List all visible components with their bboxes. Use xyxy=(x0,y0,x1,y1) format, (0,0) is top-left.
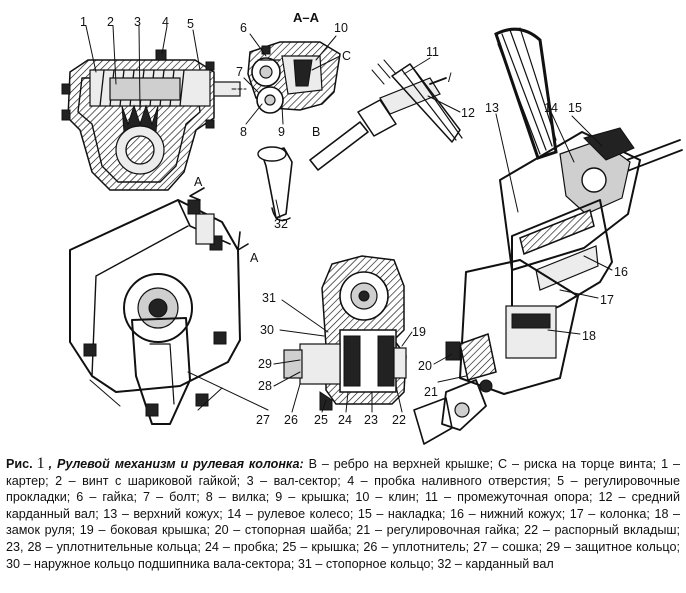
part-label-23: 23 xyxy=(364,413,378,427)
figure-title: , Рулевой механизм и рулевая колонка: xyxy=(48,457,304,471)
part-label-11: 11 xyxy=(426,45,439,59)
part-label-22: 22 xyxy=(392,413,406,427)
figure-legend-text: В – ребро на верхней крышке; С – риска н… xyxy=(6,457,680,571)
part-label-14: 14 xyxy=(544,101,558,115)
svg-text:/: / xyxy=(448,71,452,85)
section-a-a-view xyxy=(247,41,341,114)
part-label-20: 20 xyxy=(418,359,432,373)
figure-number-word: Рис. xyxy=(6,457,33,471)
section-label-a-a: А–А xyxy=(293,10,320,25)
part-label-7: 7 xyxy=(236,65,243,79)
part-label-10: 10 xyxy=(334,21,348,35)
sector-shaft-section-view xyxy=(283,255,407,411)
part-label-2: 2 xyxy=(107,15,114,29)
part-label-26: 26 xyxy=(284,413,298,427)
part-label-13: 13 xyxy=(485,101,499,115)
part-label-25: 25 xyxy=(314,413,328,427)
part-label-8: 8 xyxy=(240,125,247,139)
part-label-6: 6 xyxy=(240,21,247,35)
leader-lines xyxy=(85,25,613,413)
part-label-28: 28 xyxy=(258,379,272,393)
gearbox-section-view xyxy=(61,49,247,191)
section-mark-a-top: А xyxy=(194,175,203,189)
letter-label-b: B xyxy=(312,125,320,139)
part-label-1: 1 xyxy=(80,15,87,29)
section-mark-a-bottom: А xyxy=(250,251,259,265)
part-label-32: 32 xyxy=(274,217,288,231)
gearbox-body-view xyxy=(69,199,241,425)
part-label-5: 5 xyxy=(187,17,194,31)
figure-number: 1 xyxy=(36,455,45,472)
letter-label-c: C xyxy=(342,49,351,63)
part-label-15: 15 xyxy=(568,101,582,115)
part-label-30: 30 xyxy=(260,323,274,337)
part-label-9: 9 xyxy=(278,125,285,139)
part-label-18: 18 xyxy=(582,329,596,343)
part-label-17: 17 xyxy=(600,293,614,307)
intermediate-shaft-assembly: / xyxy=(257,59,463,222)
part-label-3: 3 xyxy=(134,15,141,29)
part-label-16: 16 xyxy=(614,265,628,279)
figure-caption: Рис.1, Рулевой механизм и рулевая колонк… xyxy=(6,455,680,572)
part-label-4: 4 xyxy=(162,15,169,29)
part-label-31: 31 xyxy=(262,291,276,305)
part-label-19: 19 xyxy=(412,325,426,339)
part-label-27: 27 xyxy=(256,413,270,427)
part-label-24: 24 xyxy=(338,413,352,427)
technical-drawing: / xyxy=(61,10,683,445)
part-label-29: 29 xyxy=(258,357,272,371)
part-label-12: 12 xyxy=(461,106,475,120)
part-label-21: 21 xyxy=(424,385,438,399)
steering-column-view xyxy=(413,27,683,445)
section-arrow-marks xyxy=(189,187,249,251)
